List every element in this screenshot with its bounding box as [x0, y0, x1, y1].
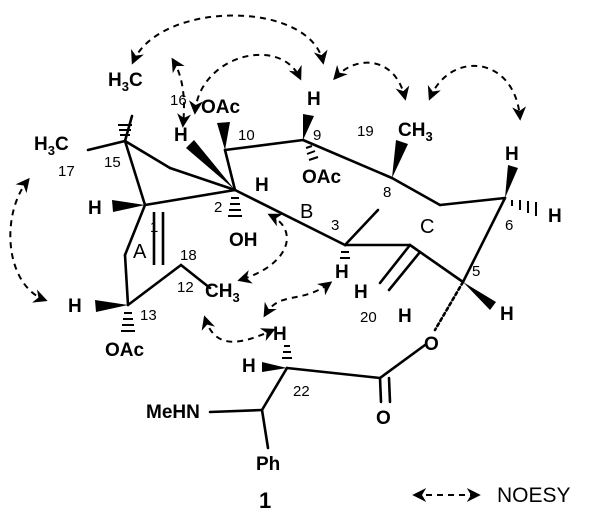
oac-10-label: OAc — [201, 97, 241, 118]
legend-label: NOESY — [497, 484, 571, 507]
atom-number-22: 22 — [293, 383, 310, 400]
ch3-19-label: CH3 — [398, 120, 433, 144]
atom-number-9: 9 — [313, 127, 321, 144]
h13-label: H — [68, 296, 82, 317]
compound-label: 1 — [259, 488, 271, 513]
atom-number-19: 19 — [357, 123, 374, 140]
oac-9-label: OAc — [302, 167, 342, 188]
atom-number-6: 6 — [505, 217, 513, 234]
h1-label: H — [88, 198, 102, 219]
h3-label: H — [335, 262, 349, 283]
ring-label-c: C — [420, 216, 434, 238]
h6b-label: H — [548, 206, 562, 227]
h5-label: H — [500, 304, 514, 325]
legend: NOESY — [412, 484, 571, 507]
atom-number-16: 16 — [170, 92, 187, 109]
atom-number-8: 8 — [383, 184, 391, 201]
h6a-label: H — [505, 144, 519, 165]
atom-number-18: 18 — [180, 247, 197, 264]
carbonyl-oxygen-label: O — [376, 408, 391, 429]
h20b-label: H — [398, 306, 412, 327]
atom-number-1: 1 — [150, 219, 158, 236]
oac-13-label: OAc — [105, 340, 145, 361]
ch3-16-label: H3C — [108, 70, 143, 94]
ring-label-a: A — [133, 241, 147, 263]
phenyl-label: Ph — [256, 454, 280, 475]
noesy-correlations — [9, 14, 527, 343]
h22-label: H — [273, 324, 287, 345]
atom-labels: H3C 16 H3C 17 15 H OAc 10 H 9 OAc 19 CH3… — [34, 70, 562, 513]
atom-number-2: 2 — [214, 199, 222, 216]
atom-number-13: 13 — [140, 307, 157, 324]
ch3-18-label: CH3 — [205, 281, 240, 305]
stereo-bonds — [95, 114, 537, 372]
h23-label: H — [242, 356, 256, 377]
h20a-label: H — [354, 282, 368, 303]
oh-2-label: OH — [229, 230, 258, 251]
ch3-17-label: H3C — [34, 134, 69, 158]
atom-number-17: 17 — [58, 163, 75, 180]
bond-skeleton — [86, 114, 507, 450]
atom-number-5: 5 — [472, 263, 480, 280]
atom-number-15: 15 — [104, 154, 121, 171]
atom-number-10: 10 — [238, 127, 255, 144]
ring-label-b: B — [300, 201, 313, 223]
h15-label: H — [174, 125, 188, 146]
h2-label: H — [255, 175, 269, 196]
h9-label: H — [307, 89, 321, 110]
atom-number-12: 12 — [177, 279, 194, 296]
atom-number-20: 20 — [360, 309, 377, 326]
nhme-label: MeHN — [146, 402, 200, 423]
ester-oxygen-label: O — [424, 334, 439, 355]
atom-number-3: 3 — [331, 217, 339, 234]
